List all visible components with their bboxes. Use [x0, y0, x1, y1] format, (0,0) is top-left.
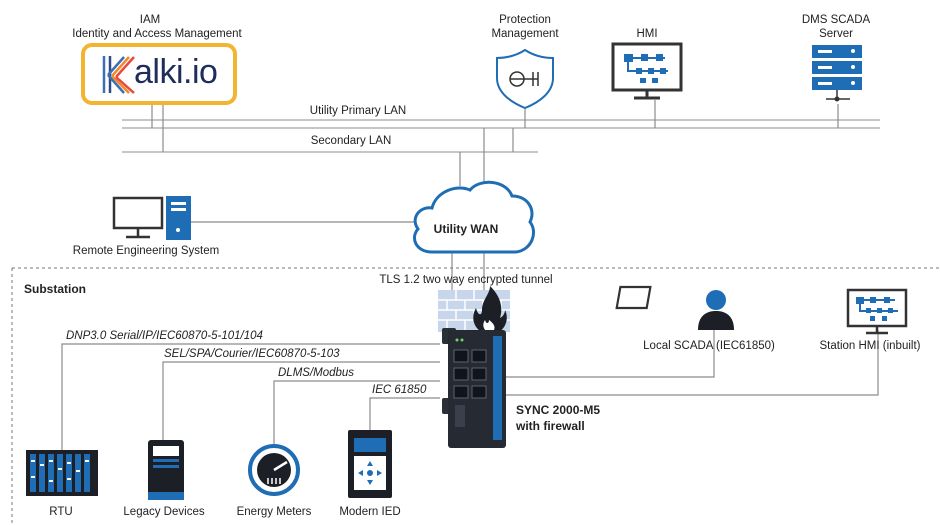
dms-label-1: DMS SCADA [801, 14, 871, 26]
gateway-device [442, 328, 506, 448]
station-hmi-icon [846, 288, 908, 335]
protocol-label-legacy: SEL/SPA/Courier/IEC60870-5-103 [164, 348, 340, 360]
server-icon [812, 45, 862, 102]
remote-engineering-label: Remote Engineering System [72, 245, 220, 257]
utility-primary-lan [122, 119, 880, 129]
hmi-monitor-icon [611, 42, 683, 100]
iam-subtitle: Identity and Access Management [72, 28, 242, 40]
protocol-label-iec61850: IEC 61850 [372, 384, 427, 396]
iam-title: IAM [139, 14, 161, 26]
device-label-legacy: Legacy Devices [123, 506, 205, 518]
gateway-subtitle: with firewall [516, 419, 585, 433]
flame-icon [473, 286, 507, 334]
gateway-name: SYNC 2000-M5 [516, 403, 601, 417]
utility-wan-label: Utility WAN [433, 222, 499, 236]
device-label-meters: Energy Meters [236, 506, 312, 518]
operator-icon [615, 285, 734, 330]
dms-label-2: Server [819, 28, 853, 40]
ied-icon [348, 430, 392, 498]
workstation-icon [112, 196, 191, 240]
local-scada-label: Local SCADA (IEC61850) [643, 340, 775, 352]
rtu-icon [26, 450, 98, 496]
primary-lan-label: Utility Primary LAN [309, 105, 407, 117]
device-label-ied: Modern IED [339, 506, 401, 518]
station-hmi-label: Station HMI (inbuilt) [819, 340, 921, 352]
substation-boundary [11, 267, 940, 525]
device-label-rtu: RTU [49, 506, 73, 518]
protection-label-1: Protection [499, 14, 551, 26]
substation-title: Substation [24, 282, 86, 296]
tunnel-label: TLS 1.2 two way encrypted tunnel [379, 274, 553, 286]
protocol-label-dnp3: DNP3.0 Serial/IP/IEC60870-5-101/104 [66, 330, 263, 342]
energy-meter-icon [248, 444, 300, 496]
legacy-device-icon [148, 440, 184, 500]
protection-label-2: Management [491, 28, 559, 40]
shield-icon [496, 48, 554, 110]
kalki-logo [81, 43, 237, 105]
secondary-lan-label: Secondary LAN [310, 135, 392, 147]
iam-logo-text: alki.io [134, 53, 218, 91]
cloud-icon [413, 180, 535, 254]
protocol-label-dlms: DLMS/Modbus [278, 367, 355, 379]
protocol-connectors [61, 330, 879, 450]
hmi-label: HMI [636, 28, 658, 40]
